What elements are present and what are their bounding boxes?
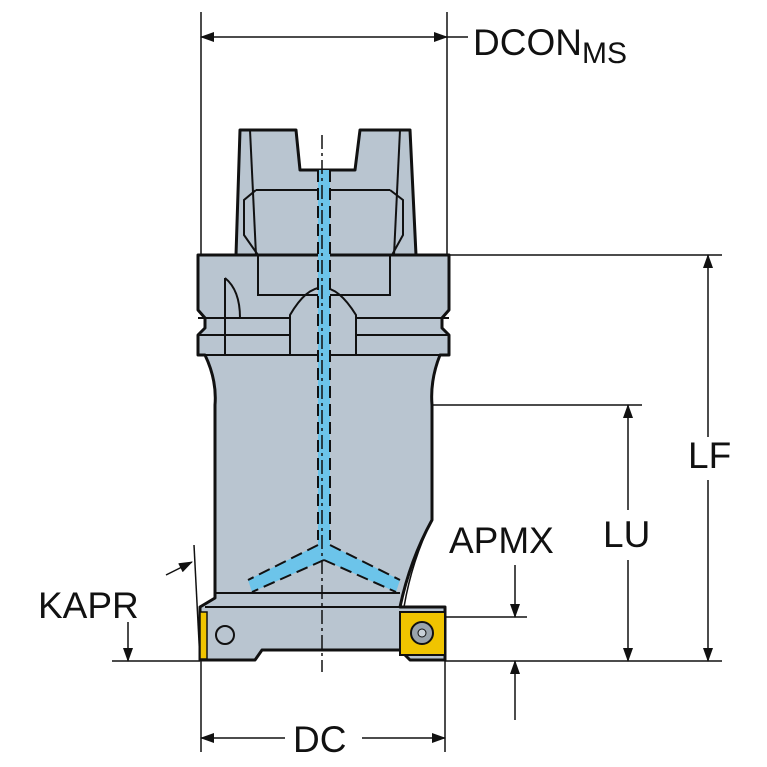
dcon-subscript: MS [581, 37, 627, 70]
lf-label: LF [688, 435, 732, 476]
dimension-arrows [123, 32, 713, 743]
apmx-label: APMX [449, 520, 554, 561]
dcon-ms-label: DCONMS [473, 24, 627, 69]
lu-label: LU [603, 514, 651, 555]
right-insert [399, 611, 446, 656]
dc-label: DC [293, 719, 347, 760]
dcon-label-text: DCON [473, 22, 582, 63]
kapr-label: KAPR [38, 585, 139, 626]
left-insert [199, 611, 208, 660]
coolant-channels [247, 170, 401, 593]
